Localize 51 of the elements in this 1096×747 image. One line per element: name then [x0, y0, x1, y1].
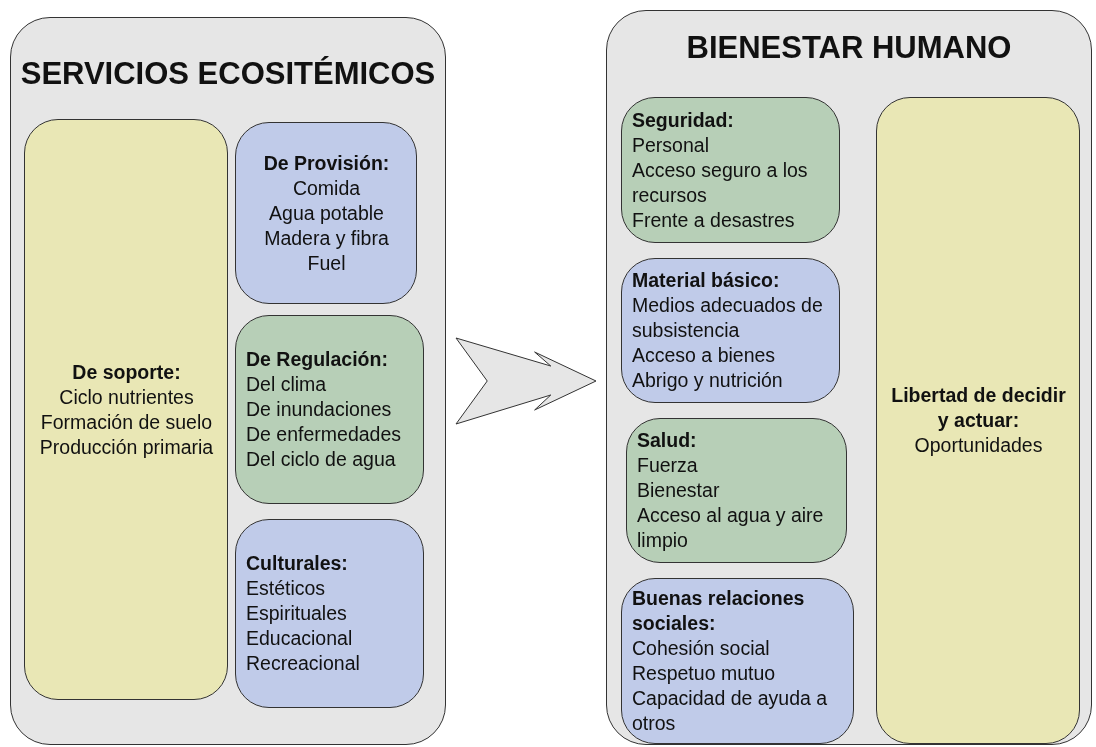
list-item: Estéticos: [246, 576, 327, 601]
list-item: Capacidad de ayuda a otros: [632, 686, 829, 736]
list-item: Oportunidades: [913, 433, 1044, 458]
box-heading: De Regulación:: [246, 347, 389, 372]
list-item: Formación de suelo: [39, 409, 214, 435]
category-box: [235, 122, 417, 304]
list-item: Espirituales: [246, 601, 348, 626]
category-box: [235, 315, 424, 504]
list-item: Educacional: [246, 626, 354, 651]
list-item: Ciclo nutrientes: [58, 384, 195, 410]
box-heading: Seguridad:: [632, 107, 735, 133]
list-item: Abrigo y nutrición: [632, 368, 784, 393]
box-heading: Salud:: [637, 428, 698, 453]
list-item: Madera y fibra: [263, 225, 390, 251]
box-heading: Buenas relaciones sociales:: [632, 586, 806, 636]
category-box: [235, 519, 424, 708]
list-item: De inundaciones: [246, 397, 393, 422]
category-box: [626, 418, 847, 563]
list-item: Respetuo mutuo: [632, 661, 777, 686]
category-box: [876, 97, 1080, 744]
list-item: Comida: [291, 175, 362, 201]
list-item: Fuel: [306, 250, 347, 276]
list-item: Agua potable: [268, 200, 385, 226]
list-item: Frente a desastres: [632, 207, 796, 233]
box-heading: De soporte:: [71, 359, 182, 385]
list-item: Medios adecuados de subsistencia: [632, 293, 824, 343]
group-panel: [10, 17, 446, 745]
list-item: Acceso al agua y aire limpio: [637, 503, 825, 553]
category-box: [621, 578, 854, 744]
group-panel: [606, 10, 1092, 745]
list-item: Del clima: [246, 372, 328, 397]
list-item: Bienestar: [637, 478, 721, 503]
block-arrow: [455, 337, 597, 425]
list-item: Acceso seguro a los recursos: [632, 157, 809, 208]
box-heading: De Provisión:: [262, 150, 391, 176]
box-heading: Libertad de decidir y actuar:: [890, 383, 1067, 433]
category-box: [621, 97, 840, 243]
list-item: Recreacional: [246, 651, 361, 676]
panel-title: BIENESTAR HUMANO: [685, 30, 1013, 66]
list-item: De enfermedades: [246, 422, 402, 447]
list-item: Del ciclo de agua: [246, 447, 397, 472]
list-item: Fuerza: [637, 453, 699, 478]
category-box: [621, 258, 840, 403]
list-item: Cohesión social: [632, 636, 771, 661]
box-heading: Material básico:: [632, 268, 781, 293]
panel-title: SERVICIOS ECOSITÉMICOS: [19, 56, 437, 92]
list-item: Personal: [632, 132, 710, 158]
category-box: [24, 119, 228, 700]
list-item: Producción primaria: [38, 434, 215, 460]
box-heading: Culturales:: [246, 551, 349, 576]
list-item: Acceso a bienes: [632, 343, 777, 368]
